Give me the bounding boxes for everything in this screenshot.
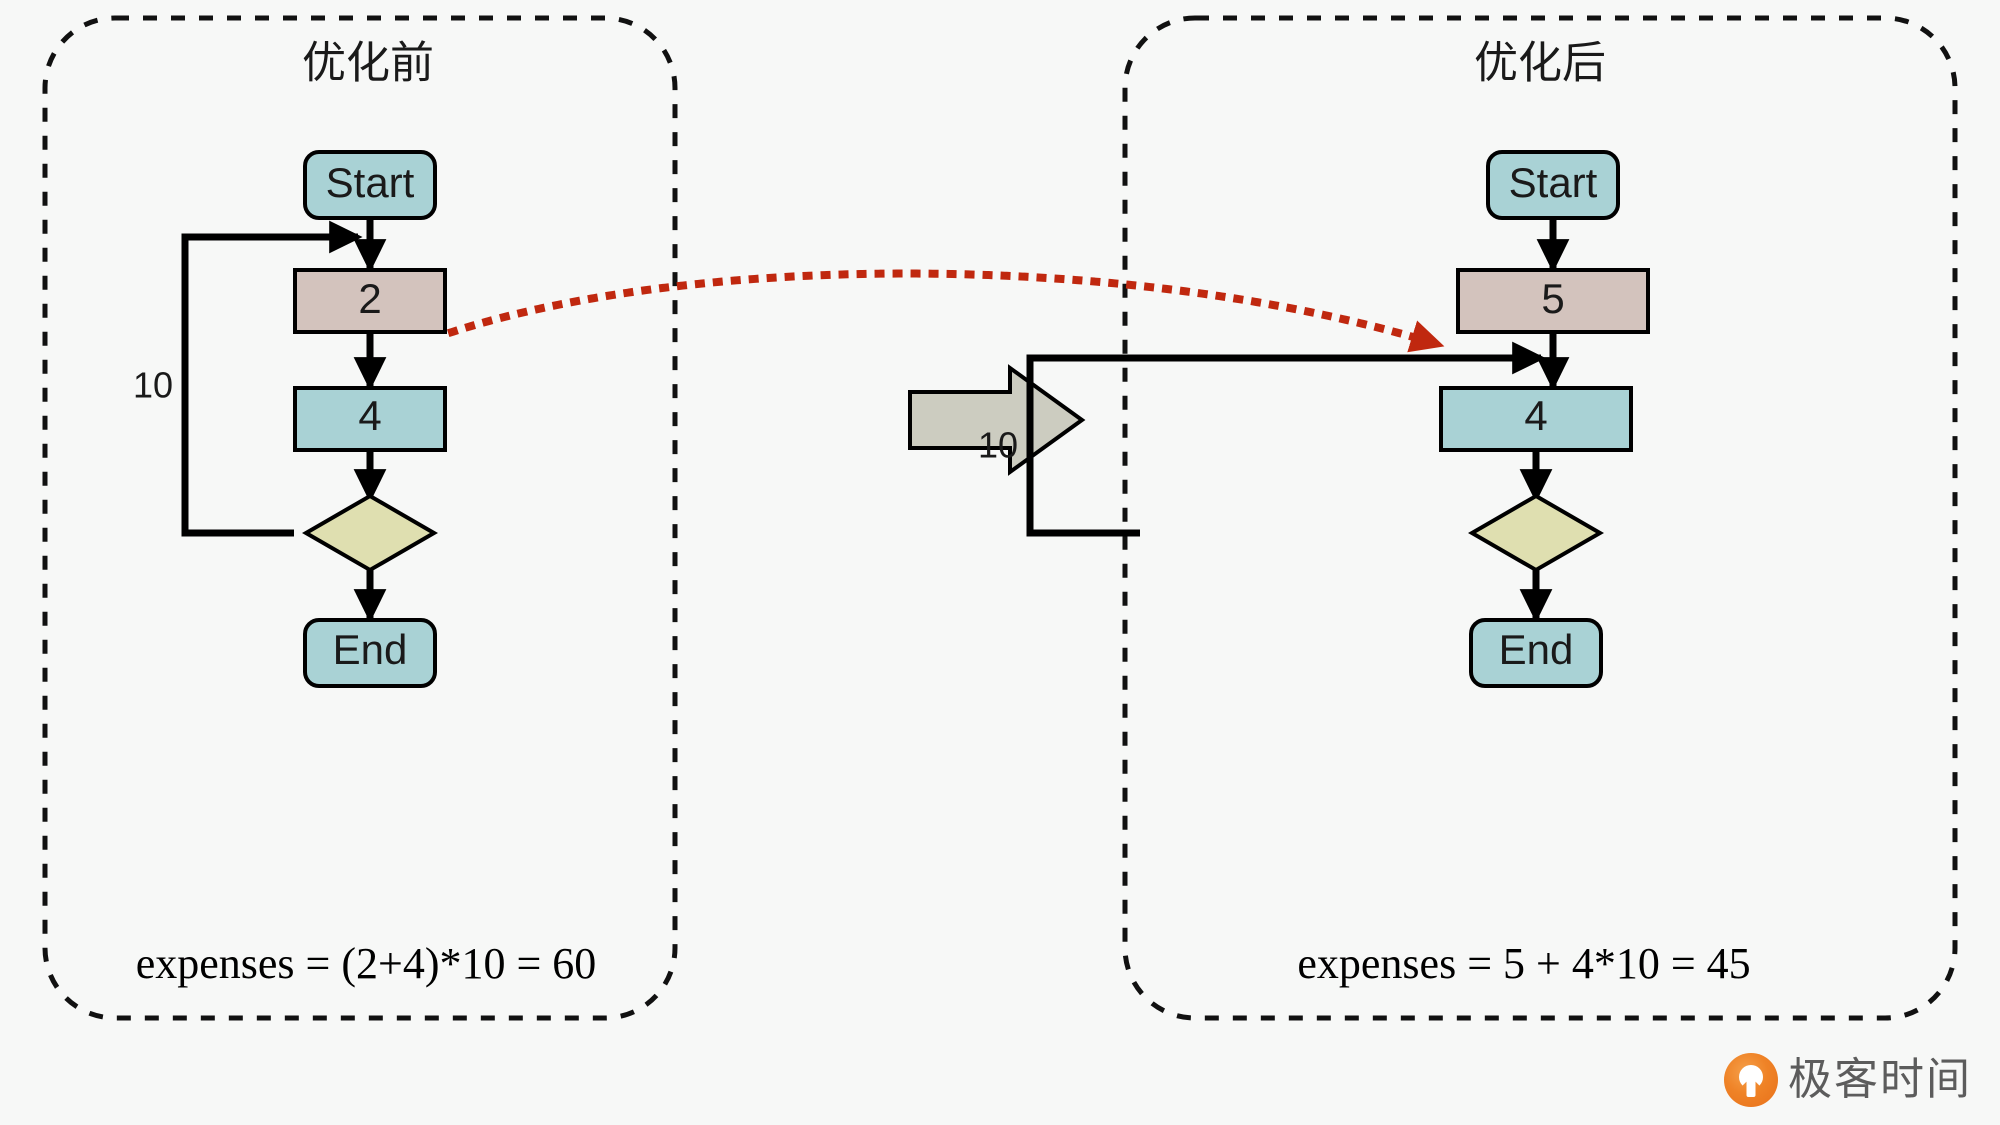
block-arrow-icon	[908, 364, 1086, 476]
panel-after-border	[1122, 15, 1958, 1021]
node-after-end-label: End	[1499, 626, 1574, 673]
node-before-cost2	[293, 268, 447, 334]
panel-after: 优化后 Start 5 10 4 End	[978, 15, 1958, 1021]
transition-arrow	[908, 364, 1086, 476]
node-after-end	[1469, 618, 1603, 688]
brand-name: 极客时间	[1788, 1055, 1972, 1104]
edge-after-loopback	[1026, 341, 1546, 537]
highlight-arrow-before-to-after	[446, 269, 1446, 353]
node-before-cost4	[293, 386, 447, 452]
node-after-decision	[1468, 493, 1604, 573]
node-after-cost4-label: 4	[1524, 392, 1547, 439]
panel-before: 优化前 Start 10 2 4 End	[42, 15, 678, 1021]
node-before-decision	[302, 493, 438, 573]
node-before-start-label: Start	[326, 159, 415, 206]
node-before-cost2-label: 2	[358, 275, 381, 322]
geektime-logo-icon	[1724, 1053, 1778, 1107]
node-after-start-label: Start	[1509, 159, 1598, 206]
node-before-end	[303, 618, 437, 688]
node-after-cost5-label: 5	[1541, 275, 1564, 322]
panel-before-title: 优化前	[302, 39, 434, 88]
brand-logo: 极客时间	[1724, 1053, 1972, 1107]
node-before-end-label: End	[333, 626, 408, 673]
edge-before-loop-count: 10	[133, 365, 173, 406]
node-before-cost4-label: 4	[358, 392, 381, 439]
node-after-cost4	[1439, 386, 1633, 452]
node-after-cost5	[1456, 268, 1650, 334]
edge-after-loop-count: 10	[978, 425, 1018, 466]
panel-before-formula: expenses = (2+4)*10 = 60	[136, 939, 597, 988]
panel-after-formula: expenses = 5 + 4*10 = 45	[1297, 939, 1750, 988]
panel-after-title: 优化后	[1474, 39, 1606, 88]
edge-before-loopback	[181, 220, 363, 537]
